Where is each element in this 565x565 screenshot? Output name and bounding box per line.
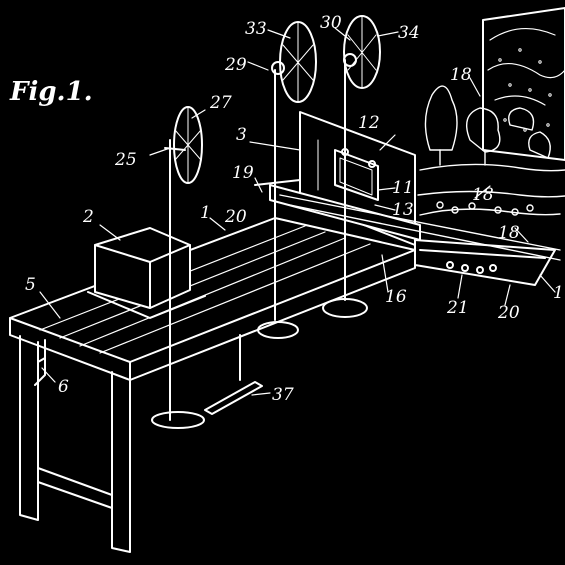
label-30: 30 — [320, 13, 342, 33]
label-3: 3 — [236, 125, 247, 145]
reference-numerals: 5 6 2 1 20 3 19 25 27 29 33 30 34 12 11 … — [25, 13, 564, 405]
label-21: 21 — [446, 298, 469, 318]
label-37: 37 — [272, 385, 294, 405]
label-29: 29 — [224, 55, 247, 75]
crank-handle — [34, 339, 46, 386]
label-18-mid: 18 — [472, 185, 494, 205]
fan-stand-34 — [322, 15, 381, 318]
foot-pedal — [204, 334, 263, 415]
fan-stand-29 — [257, 21, 317, 339]
label-12: 12 — [358, 113, 380, 133]
label-5: 5 — [25, 275, 36, 295]
label-6: 6 — [58, 377, 69, 397]
fan-stand-25 — [151, 106, 205, 429]
label-16: 16 — [385, 287, 407, 307]
label-27: 27 — [209, 93, 232, 113]
label-2: 2 — [82, 207, 94, 227]
label-20-bottom: 20 — [497, 303, 520, 323]
label-1-edge: 1 — [553, 283, 564, 303]
label-11: 11 — [392, 178, 414, 198]
label-18-low: 18 — [498, 223, 520, 243]
label-18-top: 18 — [450, 65, 472, 85]
label-1: 1 — [200, 203, 211, 223]
label-34: 34 — [398, 23, 420, 43]
miniature-scenery — [417, 85, 565, 216]
label-25: 25 — [114, 150, 137, 170]
label-19: 19 — [232, 163, 254, 183]
label-13: 13 — [392, 200, 414, 220]
projector-box — [87, 227, 206, 319]
label-20-top: 20 — [224, 207, 247, 227]
scenic-backdrop — [482, 7, 565, 161]
label-33: 33 — [245, 19, 267, 39]
figure-title: Fig.1. — [9, 77, 93, 107]
